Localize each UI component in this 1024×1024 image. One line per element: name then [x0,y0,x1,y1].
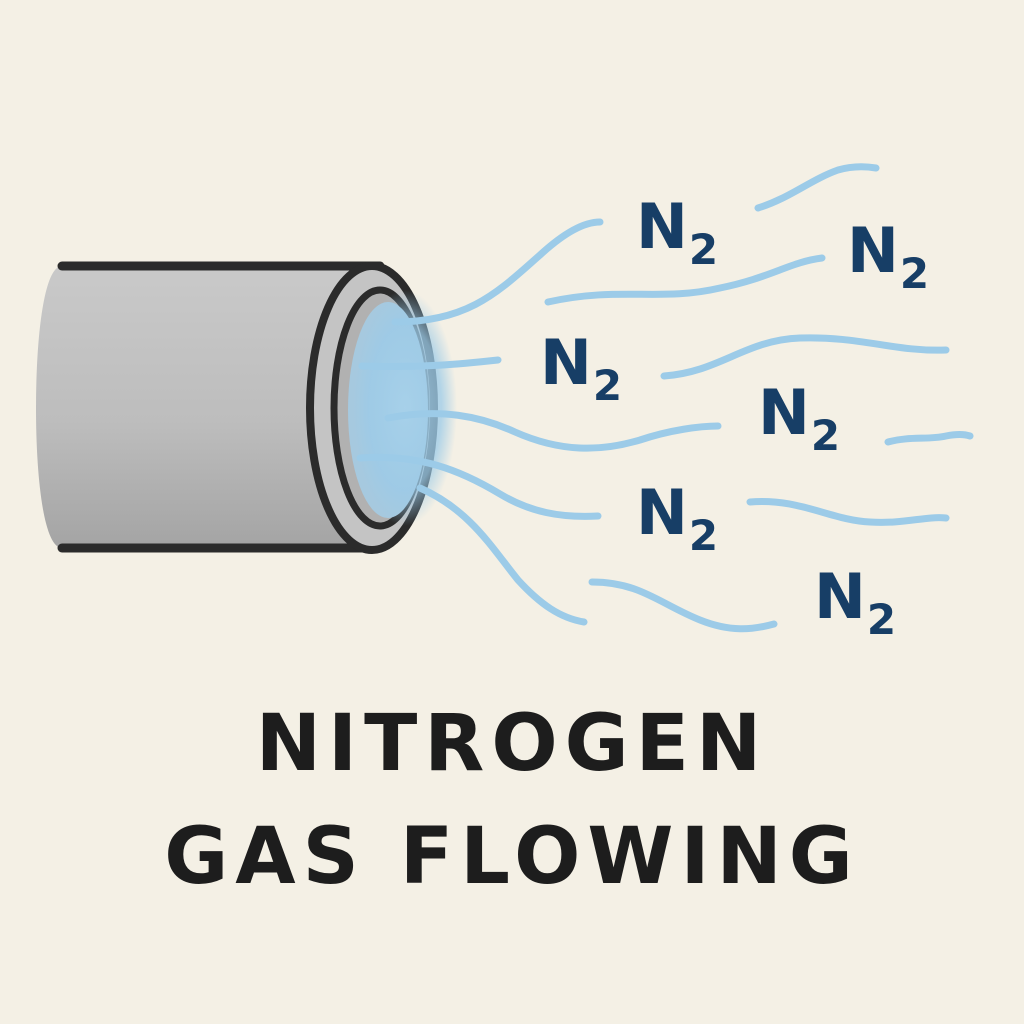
gas-stream-line [754,163,880,212]
gas-stream [356,163,974,633]
gas-stream-line [358,356,502,371]
gas-stream-line [884,431,974,446]
gas-stream-line [588,578,778,633]
nitrogen-molecule-label: N2 [814,560,896,644]
gas-stream-line [746,498,950,526]
gas-stream-line [544,254,826,306]
nitrogen-molecule-label: N2 [540,326,622,410]
nitrogen-molecule-label: N2 [636,476,718,560]
gas-stream-line [384,410,722,452]
nitrogen-molecule-label: N2 [636,190,718,274]
gas-glow [353,290,457,526]
nitrogen-molecule-label: N2 [758,376,840,460]
gas-stream-line [416,484,588,626]
caption-line-1: NITROGEN [255,699,769,789]
nitrogen-molecule-label: N2 [847,214,929,298]
gas-stream-line [660,334,950,380]
caption-line-2: GAS FLOWING [164,812,860,902]
gas-stream-line [391,218,604,326]
gas-stream-line [356,453,602,520]
